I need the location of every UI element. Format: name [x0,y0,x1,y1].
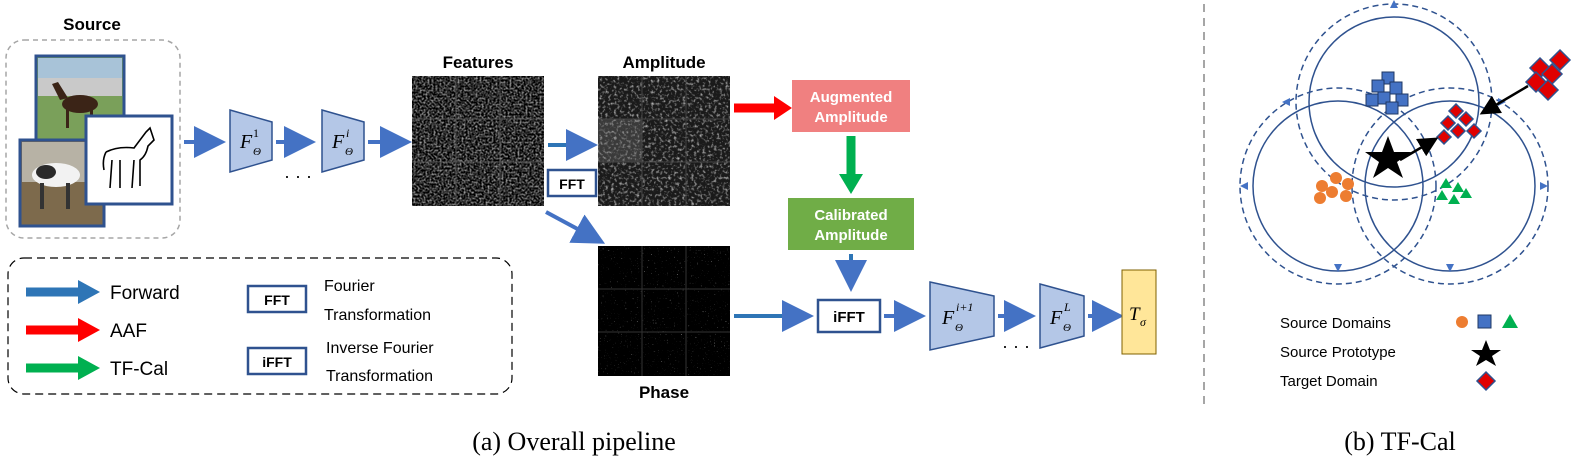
svg-text:i+1: i+1 [956,300,973,314]
target-diamonds-inside [1435,102,1483,146]
fft-label: FFT [559,176,585,192]
svg-text:1: 1 [253,126,259,140]
layer-fl: F Θ L [1039,283,1085,349]
features-label: Features [443,53,514,72]
svg-text:FFT: FFT [264,292,290,308]
legend-tfcal: TF-Cal [26,356,168,380]
svg-text:Fourier: Fourier [324,278,375,295]
features-grid [412,76,544,206]
svg-text:Source Prototype: Source Prototype [1280,344,1396,361]
svg-text:Θ: Θ [1063,322,1071,334]
tfcal-legend-source-domains: Source Domains [1280,314,1518,332]
legend-box [7,257,513,395]
ellipsis-top: · · · [284,166,312,186]
svg-text:Forward: Forward [110,283,180,304]
arrow-features-to-phase [545,210,606,244]
calibrated-line2: Amplitude [814,227,887,244]
target-diamonds-outside [1524,48,1572,102]
svg-text:Θ: Θ [253,146,261,158]
augmented-line1: Augmented [810,89,893,106]
svg-text:Transformation: Transformation [324,307,431,324]
domain-circle-top [1308,16,1480,188]
source-triangles-cluster [1436,178,1472,204]
augmented-line2: Amplitude [814,109,887,126]
calibrated-line1: Calibrated [814,207,887,224]
svg-text:F: F [331,131,345,153]
calibrated-amplitude-box [788,198,914,250]
ifft-box [816,298,882,334]
domain-circle-left [1252,100,1424,272]
legend-aaf: AAF [26,318,147,342]
tfcal-legend-source-prototype: Source Prototype [1280,340,1501,366]
source-circles-cluster [1314,172,1354,204]
svg-text:TF-Cal: TF-Cal [110,359,168,380]
legend-forward: Forward [26,280,180,304]
legend-ifft: iFFT Inverse Fourier Transformation [246,340,434,385]
source-prototype-star [1365,136,1411,178]
ellipsis-bottom: · · · [1002,336,1030,356]
classifier-box: T σ [1121,269,1157,355]
svg-text:F: F [1049,307,1063,329]
svg-text:Transformation: Transformation [326,368,433,385]
svg-text:Target Domain: Target Domain [1280,373,1378,390]
ifft-label: iFFT [833,309,865,326]
phase-label: Phase [639,383,689,402]
amplitude-grid [598,76,730,206]
amplitude-label: Amplitude [622,53,705,72]
source-squares-cluster [1365,71,1409,115]
caption-b: (b) TF-Cal [1344,427,1455,456]
svg-text:iFFT: iFFT [262,354,292,370]
svg-text:F: F [941,307,955,329]
svg-text:Θ: Θ [345,146,353,158]
svg-text:Source Domains: Source Domains [1280,315,1391,332]
phase-grid [598,246,730,376]
svg-text:F: F [239,131,253,153]
tfcal-diagram [1239,0,1572,285]
layer-f1: F Θ 1 [229,109,273,173]
svg-text:L: L [1063,300,1071,314]
source-image-sketch [84,114,174,206]
layer-fi-plus-1: F Θ i+1 [929,281,995,351]
legend-fft: FFT Fourier Transformation [246,278,431,324]
svg-text:T: T [1129,304,1141,325]
fft-box [546,168,598,198]
augmented-amplitude-box [792,80,910,132]
source-panel [5,39,181,239]
source-label: Source [63,15,121,34]
svg-text:Θ: Θ [955,322,963,334]
svg-text:AAF: AAF [110,321,147,342]
layer-fi: F Θ i [321,109,365,173]
svg-text:i: i [346,126,349,140]
svg-text:σ: σ [1140,315,1147,329]
tfcal-legend-target-domain: Target Domain [1280,370,1497,392]
caption-a: (a) Overall pipeline [472,427,676,456]
svg-text:Inverse Fourier: Inverse Fourier [326,340,434,357]
expanded-circle-left [1239,87,1437,285]
